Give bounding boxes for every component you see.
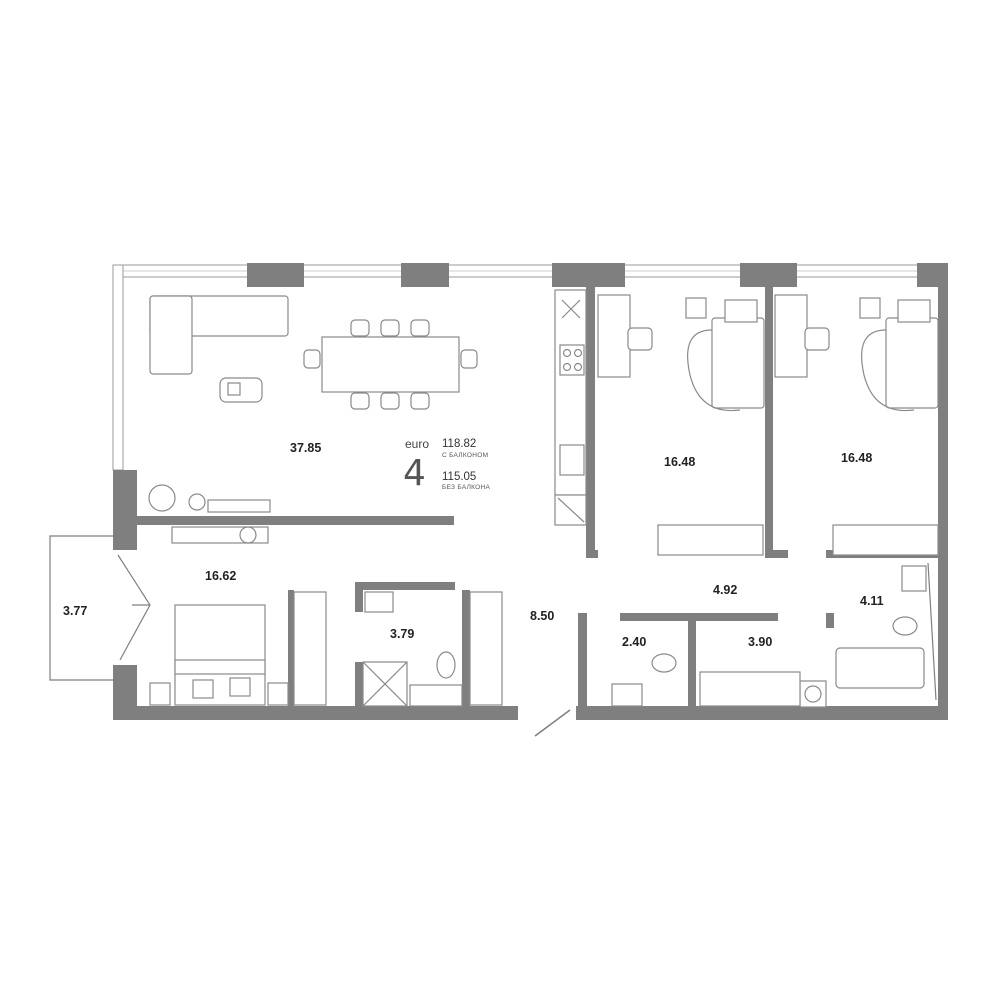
- left-bathroom-fixtures: [362, 591, 463, 707]
- nightstand: [685, 297, 707, 319]
- with-balcony-label: С БАЛКОНОМ: [442, 452, 488, 459]
- chair: [804, 327, 830, 351]
- right-bath-fixtures: [611, 562, 937, 708]
- nightstand: [859, 297, 881, 319]
- storage-shelf: [699, 671, 801, 707]
- coffee-table: [219, 377, 263, 403]
- area-corridor: 4.92: [713, 583, 737, 597]
- left-window-strip: [112, 264, 124, 471]
- nightstand: [267, 682, 289, 706]
- chair: [380, 392, 400, 410]
- interior-wall: [765, 287, 773, 557]
- chair: [303, 349, 321, 369]
- interior-wall: [137, 516, 454, 525]
- area-storage: 3.90: [748, 635, 772, 649]
- interior-wall: [586, 550, 598, 558]
- washbasin: [611, 683, 643, 707]
- bed-headboard: [174, 659, 266, 675]
- wardrobe: [657, 524, 764, 556]
- chair: [380, 319, 400, 337]
- pillow: [192, 679, 214, 699]
- stove: [559, 344, 585, 376]
- format-label: euro: [405, 437, 429, 451]
- pillar: [740, 263, 797, 287]
- tv-stand: [207, 499, 271, 513]
- area-hall: 8.50: [530, 609, 554, 623]
- bedroom-a-furniture: [597, 294, 765, 556]
- dining-table: [321, 336, 460, 393]
- toilet: [436, 651, 456, 679]
- area-bathroom-master: 3.79: [390, 627, 414, 641]
- balcony-outline: [49, 535, 113, 681]
- washbasin: [364, 591, 394, 613]
- plant: [148, 484, 176, 512]
- interior-wall: [355, 582, 455, 590]
- bed: [885, 317, 939, 409]
- chair: [460, 349, 478, 369]
- pillar: [247, 263, 304, 287]
- total-without-balcony: 115.05: [442, 471, 476, 483]
- bedroom-b-furniture: [774, 294, 939, 556]
- room-areas: 37.85 16.48 16.48 16.62 3.77 3.79 8.50 4…: [63, 441, 884, 649]
- interior-wall: [688, 621, 696, 711]
- balcony-door: [117, 554, 151, 661]
- washing-machine: [799, 680, 827, 708]
- interior-wall: [462, 590, 470, 708]
- toilet: [651, 653, 677, 673]
- interior-wall: [586, 287, 595, 557]
- total-with-balcony: 118.82: [442, 438, 476, 450]
- pillar: [552, 263, 625, 287]
- living-furniture: [148, 289, 587, 526]
- interior-wall: [355, 582, 363, 612]
- walls: [112, 263, 948, 737]
- interior-wall: [765, 550, 788, 558]
- wardrobe: [832, 524, 939, 556]
- bed: [711, 317, 765, 409]
- nightstand: [149, 682, 171, 706]
- washbasin: [901, 565, 927, 592]
- rooms-count: 4: [403, 453, 426, 494]
- wardrobe: [469, 591, 503, 706]
- interior-wall: [826, 613, 834, 628]
- pillow: [229, 677, 251, 697]
- chair: [350, 392, 370, 410]
- area-balcony: 3.77: [63, 604, 87, 618]
- chair: [410, 392, 430, 410]
- interior-wall: [620, 613, 778, 621]
- desk: [774, 294, 808, 378]
- toilet: [892, 616, 918, 636]
- sofa-chaise: [149, 295, 193, 375]
- area-master-bedroom: 16.62: [205, 569, 236, 583]
- desk: [597, 294, 631, 378]
- chair: [350, 319, 370, 337]
- area-bathroom-right: 4.11: [860, 594, 884, 608]
- wardrobe: [293, 591, 327, 706]
- area-bedroom-a: 16.48: [664, 455, 695, 469]
- area-wc: 2.40: [622, 635, 646, 649]
- chair: [627, 327, 653, 351]
- tv-stand: [171, 526, 269, 544]
- bathtub: [835, 647, 925, 689]
- area-living-kitchen: 37.85: [290, 441, 321, 455]
- cabinet: [409, 684, 463, 707]
- pillow: [724, 299, 758, 323]
- interior-wall: [355, 662, 363, 712]
- right-wall: [938, 263, 948, 720]
- apartment-summary: euro 4 118.82 С БАЛКОНОМ 115.05 БЕЗ БАЛК…: [403, 437, 491, 494]
- pillar: [401, 263, 449, 287]
- bottom-wall: [576, 706, 948, 720]
- chair: [410, 319, 430, 337]
- interior-wall: [578, 613, 587, 713]
- bottom-wall: [113, 706, 518, 720]
- master-bedroom-furniture: [149, 526, 503, 706]
- pillow: [897, 299, 931, 323]
- area-bedroom-b: 16.48: [841, 451, 872, 465]
- pillar: [113, 470, 137, 550]
- sink: [559, 444, 585, 476]
- plant: [188, 493, 206, 511]
- interior-wall: [288, 590, 294, 708]
- without-balcony-label: БЕЗ БАЛКОНА: [442, 484, 491, 491]
- bed: [174, 604, 266, 706]
